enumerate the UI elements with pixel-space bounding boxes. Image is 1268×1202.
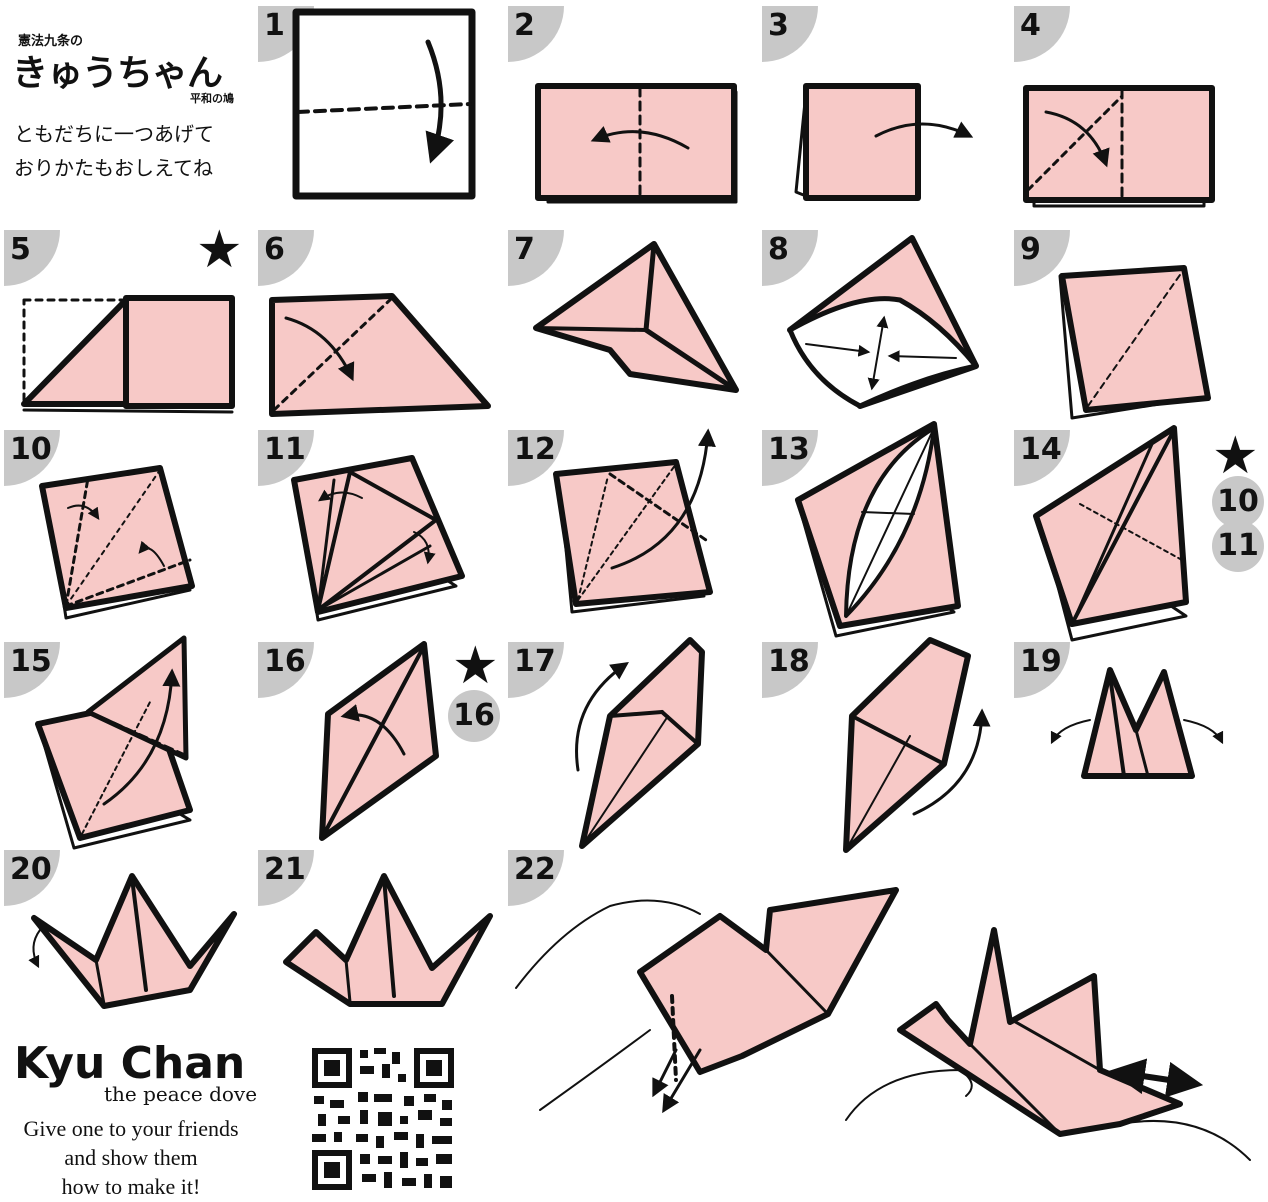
step-1-diagram bbox=[296, 12, 472, 196]
step-6-diagram bbox=[272, 296, 488, 414]
step-13-diagram bbox=[798, 424, 958, 636]
step-2-diagram bbox=[538, 86, 736, 202]
step-4-diagram bbox=[1026, 88, 1212, 206]
step-10-diagram bbox=[42, 468, 192, 618]
instruction-en-line-3: how to make it! bbox=[0, 1172, 262, 1202]
qr-code-icon bbox=[308, 1044, 458, 1194]
step-5-diagram bbox=[24, 298, 232, 412]
step-16-diagram bbox=[322, 644, 436, 838]
step-11-diagram bbox=[294, 458, 462, 620]
instruction-en-line-1: Give one to your friends bbox=[0, 1114, 262, 1144]
step-15-diagram bbox=[38, 638, 190, 848]
step-20-diagram bbox=[33, 876, 234, 1006]
step-18-diagram bbox=[846, 640, 982, 850]
subtitle-english: the peace dove bbox=[104, 1082, 257, 1106]
step-22-hold-diagram bbox=[516, 890, 896, 1110]
step-14-diagram bbox=[1036, 428, 1186, 640]
step-19-diagram bbox=[1052, 670, 1222, 776]
step-7-diagram bbox=[536, 244, 736, 390]
step-21-diagram bbox=[286, 876, 490, 1004]
step-9-diagram bbox=[1060, 268, 1208, 418]
step-17-diagram bbox=[577, 640, 702, 846]
step-3-diagram bbox=[796, 86, 970, 198]
instruction-en-line-2: and show them bbox=[0, 1143, 262, 1173]
step-22-flap-diagram bbox=[846, 930, 1250, 1160]
step-12-diagram bbox=[556, 432, 710, 612]
step-8-diagram bbox=[790, 238, 976, 406]
